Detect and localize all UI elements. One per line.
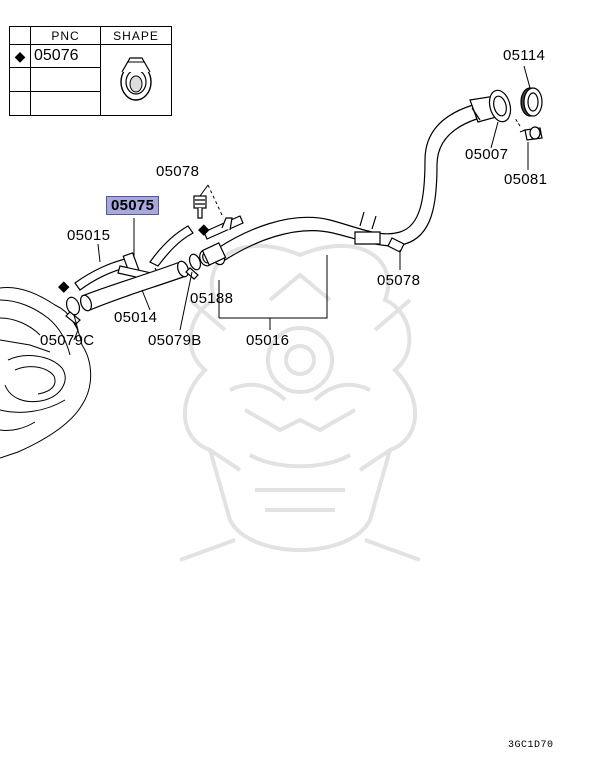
label-05015[interactable]: 05015: [67, 227, 111, 244]
pnc-legend-table: PNC SHAPE ◆ 05076: [9, 26, 172, 116]
legend-pnc-value[interactable]: 05076: [30, 44, 101, 68]
label-05007[interactable]: 05007: [465, 146, 509, 163]
fuel-tank: [0, 286, 92, 459]
leader-lines: [73, 65, 531, 331]
label-05114[interactable]: 05114: [503, 47, 546, 64]
label-05079c[interactable]: 05079C: [40, 332, 95, 349]
legend-shape-cell: [100, 44, 172, 116]
label-05078-right[interactable]: 05078: [377, 272, 421, 289]
diamond-marker-05079c: ◆: [58, 278, 70, 295]
filler-hose: [79, 260, 190, 312]
label-05188[interactable]: 05188: [190, 290, 234, 307]
clamp-shape-icon: [120, 56, 152, 101]
label-05081[interactable]: 05081: [504, 171, 548, 188]
clamp-05079c: [65, 296, 81, 325]
label-05016[interactable]: 05016: [246, 332, 290, 349]
legend-pnc-header: PNC: [30, 26, 101, 45]
legend-empty-mark: [9, 91, 31, 116]
label-05079b[interactable]: 05079B: [148, 332, 202, 349]
label-05078-top[interactable]: 05078: [156, 163, 200, 180]
watermark-emblem: [179, 243, 421, 562]
legend-empty-pnc: [30, 91, 101, 116]
bolt-05078-top: [193, 195, 207, 219]
diagram-code: 3GC1D70: [508, 740, 554, 751]
diamond-marker-05079b: ◆: [198, 221, 210, 238]
legend-mark-header: [9, 26, 31, 45]
legend-diamond-marker: ◆: [9, 44, 31, 68]
breather-hose: [74, 225, 194, 291]
label-05075-highlighted[interactable]: 05075: [106, 196, 160, 215]
legend-shape-header: SHAPE: [100, 26, 172, 45]
filler-neck-parts: [488, 87, 543, 141]
label-05014[interactable]: 05014: [114, 309, 158, 326]
legend-empty-mark: [9, 67, 31, 92]
legend-empty-pnc: [30, 67, 101, 92]
filler-pipe: [201, 95, 501, 266]
